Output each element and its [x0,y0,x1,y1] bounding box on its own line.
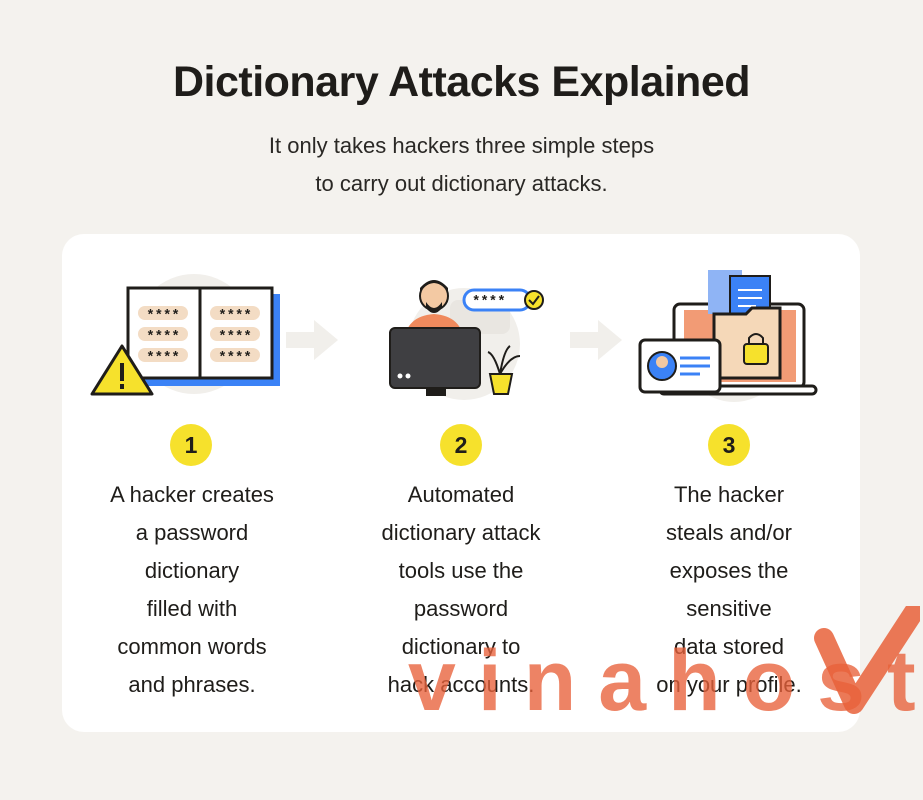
step-1-line: A hacker creates [110,482,274,507]
page-subtitle: It only takes hackers three simple steps… [0,127,923,203]
mask-text: **** [146,308,180,324]
mask-text: **** [218,308,252,324]
subtitle-line-2: to carry out dictionary attacks. [315,171,608,196]
stolen-profile-data-icon [638,270,818,402]
step-2-line: hack accounts. [387,672,535,697]
step-2-line: dictionary to [401,634,521,659]
step-1-line: common words [117,634,267,659]
step-2-line: Automated [407,482,515,507]
step-3-line: sensitive [686,596,772,621]
step-3-line: The hacker [673,482,785,507]
step-3-line: exposes the [669,558,789,583]
arrow-right-icon [570,320,622,360]
step-3-line: steals and/or [666,520,792,545]
step-3-line: data stored [673,634,785,659]
step-1-line: filled with [146,596,238,621]
step-1-line: dictionary [144,558,240,583]
step-1-line: and phrases. [128,672,256,697]
step-2-line: dictionary attack [381,520,541,545]
step-1-description: A hacker creates a password dictionary f… [72,476,312,704]
hacker-computer-icon: **** [389,280,544,400]
arrow-right-icon [286,320,338,360]
step-3-badge: 3 [708,424,750,466]
step-2-line: tools use the [398,558,524,583]
step-2-badge: 2 [440,424,482,466]
watermark-logo: vinahost. [408,606,920,726]
mask-text: **** [146,329,180,345]
password-book-warning-icon: **** **** **** **** **** **** [90,274,280,396]
step-1-line: a password [135,520,249,545]
step-2-description: Automated dictionary attack tools use th… [341,476,581,704]
mask-text: **** [472,294,506,310]
step-1-badge: 1 [170,424,212,466]
step-3-description: The hacker steals and/or exposes the sen… [609,476,849,704]
mask-text: **** [146,350,180,366]
mask-text: **** [218,350,252,366]
step-3-line: on your profile. [656,672,802,697]
subtitle-line-1: It only takes hackers three simple steps [268,133,655,158]
step-2-line: password [413,596,509,621]
page-title: Dictionary Attacks Explained [172,58,751,106]
steps-card: **** **** **** **** **** **** **** [62,234,860,732]
mask-text: **** [218,329,252,345]
